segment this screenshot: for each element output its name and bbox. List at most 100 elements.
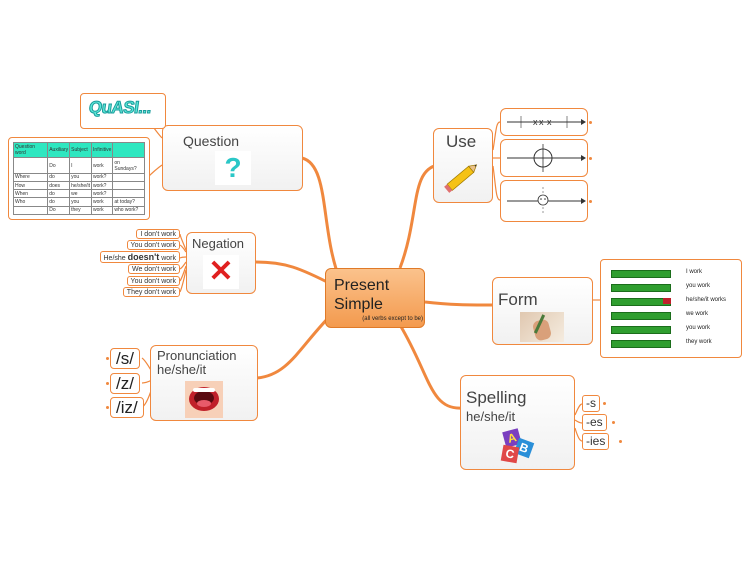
quasi-text: QuASI... xyxy=(87,98,153,118)
spelling-item[interactable]: -es xyxy=(582,414,607,431)
question-table-cell xyxy=(12,205,49,216)
question-table-cell: work? xyxy=(91,189,114,199)
question-table-cell: work xyxy=(91,197,114,207)
question-table-cell: Do xyxy=(47,157,71,174)
form-row-label: you work xyxy=(686,325,711,331)
pronunciation-dot xyxy=(106,357,109,360)
form-bar xyxy=(611,326,671,334)
negation-item[interactable]: I don't work xyxy=(136,229,180,239)
spelling-dot xyxy=(612,421,615,424)
negation-item-text: He/she xyxy=(103,255,128,262)
form-row-label: they work xyxy=(686,339,712,345)
question-mark-icon: ? xyxy=(215,151,251,185)
spelling-item[interactable]: -s xyxy=(582,395,600,412)
question-topic[interactable]: Question ? xyxy=(162,125,303,191)
abc-letters-image: A B C xyxy=(496,426,542,466)
question-table-header-cell xyxy=(112,141,145,159)
form-bar xyxy=(611,340,671,348)
question-table-cell: work? xyxy=(91,180,114,191)
central-topic[interactable]: Present Simple (all verbs except to be) xyxy=(325,268,425,328)
form-topic[interactable]: Form xyxy=(492,277,593,345)
question-table-cell: Who xyxy=(12,197,49,207)
question-table-cell: Do xyxy=(47,205,71,216)
question-table-header-cell: Question word xyxy=(12,141,49,159)
pencil-icon xyxy=(444,164,478,193)
question-table-cell: work? xyxy=(91,172,114,182)
use-diagram-2 xyxy=(500,139,588,177)
question-title: Question xyxy=(183,133,240,149)
form-bar xyxy=(611,298,671,306)
negation-item[interactable]: He/she doesn't work xyxy=(99,251,180,263)
form-bar xyxy=(611,270,671,278)
question-table-header-cell: Infinitive xyxy=(91,141,114,159)
svg-text:x: x xyxy=(533,117,538,127)
pronunciation-topic[interactable]: Pronunciation he/she/it xyxy=(150,345,258,421)
question-table-cell: you xyxy=(69,172,93,182)
negation-item-text: You don't work xyxy=(130,242,176,249)
form-title: Form xyxy=(498,290,538,309)
negation-item[interactable]: They don't work xyxy=(122,287,180,297)
negation-item-bold: doesn't xyxy=(127,252,160,262)
open-mouth-image xyxy=(185,381,223,418)
use-topic[interactable]: Use xyxy=(433,128,493,203)
question-table-cell: he/she/it xyxy=(69,180,93,191)
question-table-cell: Where xyxy=(12,172,49,182)
pronunciation-subtitle: he/she/it xyxy=(157,362,207,377)
form-row-label: he/she/it works xyxy=(686,297,727,303)
timeline-repeated-icon: x x x xyxy=(507,116,586,128)
question-table-cell: When xyxy=(12,189,49,199)
negation-item-text: They don't work xyxy=(126,289,176,296)
use-title: Use xyxy=(446,132,477,151)
central-topic-title: Present Simple xyxy=(334,277,390,313)
use-diagram-1: x x x xyxy=(500,108,588,136)
question-table-cell: on Sundays? xyxy=(112,157,145,174)
question-table-cell xyxy=(112,172,145,182)
question-table-cell: do xyxy=(47,189,71,199)
question-table-cell: at today? xyxy=(112,197,145,207)
spelling-item[interactable]: -ies xyxy=(582,433,610,450)
negation-item[interactable]: We don't work xyxy=(127,264,180,274)
spelling-dot xyxy=(603,402,606,405)
negation-item-text: You don't work xyxy=(130,278,176,285)
form-bar xyxy=(611,284,671,292)
form-bar xyxy=(611,312,671,320)
form-row-label: I work xyxy=(686,269,703,275)
pronunciation-item[interactable]: /iz/ xyxy=(110,397,144,418)
use-dot-1 xyxy=(589,121,592,124)
question-table-cell xyxy=(12,157,49,174)
question-table-cell xyxy=(112,180,145,191)
question-table-cell: who work? xyxy=(112,205,145,216)
pronunciation-title: Pronunciation xyxy=(157,348,237,363)
pronunciation-dot xyxy=(106,406,109,409)
question-table-cell: work xyxy=(91,205,114,216)
form-bar-marker xyxy=(663,298,671,304)
negation-title: Negation xyxy=(192,236,245,251)
timeline-now-icon xyxy=(507,144,586,172)
hand-writing-image xyxy=(520,312,564,342)
question-table-cell xyxy=(112,189,145,199)
negation-item-text: I don't work xyxy=(140,231,176,238)
spelling-dot xyxy=(619,440,622,443)
svg-text:x: x xyxy=(539,117,544,127)
pronunciation-item[interactable]: /z/ xyxy=(110,373,140,394)
spelling-topic[interactable]: Spelling he/she/it A B C xyxy=(460,375,575,470)
question-table-cell: work xyxy=(91,157,114,174)
negation-topic[interactable]: Negation ✕ xyxy=(186,232,256,294)
pronunciation-item[interactable]: /s/ xyxy=(110,348,140,369)
negation-item[interactable]: You don't work xyxy=(126,276,180,286)
spelling-title: Spelling xyxy=(466,388,527,407)
negation-item-text: We don't work xyxy=(131,266,176,273)
use-dot-2 xyxy=(589,157,592,160)
question-table-cell: I xyxy=(69,157,93,174)
negation-item[interactable]: You don't work xyxy=(126,240,180,250)
cross-icon: ✕ xyxy=(203,255,239,289)
